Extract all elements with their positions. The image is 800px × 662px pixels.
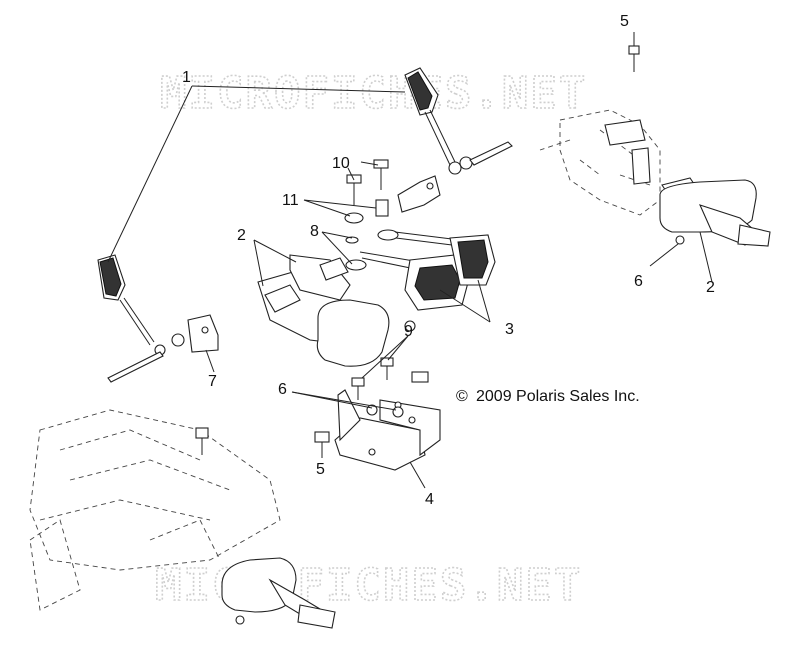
callout-11: 11 [282,192,299,209]
callout-6-right: 6 [634,273,643,290]
frame-assembly-left [29,409,281,611]
copyright-text: 2009 Polaris Sales Inc. [476,388,640,405]
callout-2-center: 2 [237,227,246,244]
bolts-9 [351,357,429,400]
bolts-10 [346,159,389,205]
bracket-7 [187,314,219,353]
leader-lines [107,32,713,489]
callout-8: 8 [310,223,319,240]
callout-10: 10 [332,155,350,172]
callout-3: 3 [505,321,514,338]
callout-5-top: 5 [620,13,629,30]
buckles-3 [359,231,496,311]
callout-5-center: 5 [316,461,325,478]
callout-4: 4 [425,491,434,508]
buckle-top [404,67,513,175]
callout-6-center: 6 [278,381,287,398]
watermark-bottom: MICROFICHES.NET [155,560,582,611]
belt-assembly-center [257,254,416,367]
bracket-top [397,175,441,213]
bolt-5-top [628,45,640,72]
retractor-right [659,179,771,247]
callout-9: 9 [404,323,413,340]
callout-1: 1 [182,69,191,86]
callout-2-right: 2 [706,279,715,296]
callout-7: 7 [208,373,217,390]
buckle-left [97,254,185,383]
copyright-symbol: © [456,388,468,405]
watermark-top: MICROFICHES.NET [160,68,587,119]
copyright-notice: © 2009 Polaris Sales Inc. [456,388,640,405]
retractor-left [221,557,336,629]
